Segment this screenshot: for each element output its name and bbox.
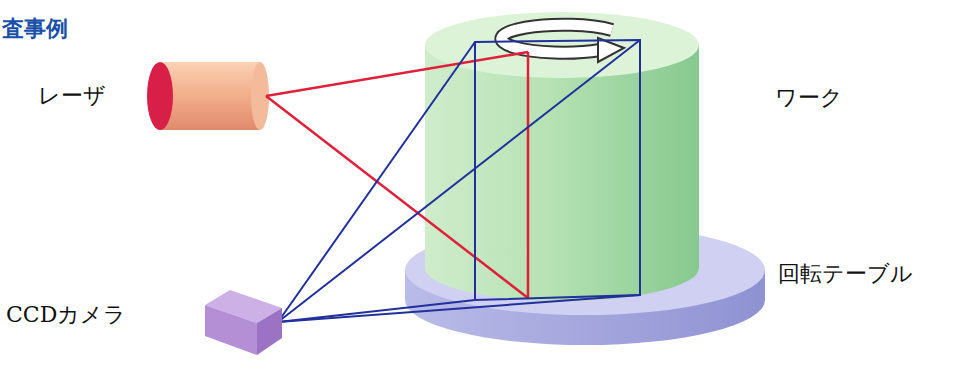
work-body xyxy=(425,45,699,301)
work-top xyxy=(425,12,699,78)
laser-face xyxy=(147,62,173,130)
part-label: 回転テーブル xyxy=(778,261,913,287)
heading: 査事例 xyxy=(2,16,68,42)
laser-body xyxy=(160,62,260,130)
part-label: ワーク xyxy=(775,85,843,111)
part-label: CCDカメラ xyxy=(6,302,126,328)
part-label: レーザ xyxy=(38,83,106,109)
camera-view xyxy=(278,40,640,322)
rotation-arrow xyxy=(501,25,624,62)
laser-beam xyxy=(266,52,528,298)
ccd-camera xyxy=(205,290,282,355)
